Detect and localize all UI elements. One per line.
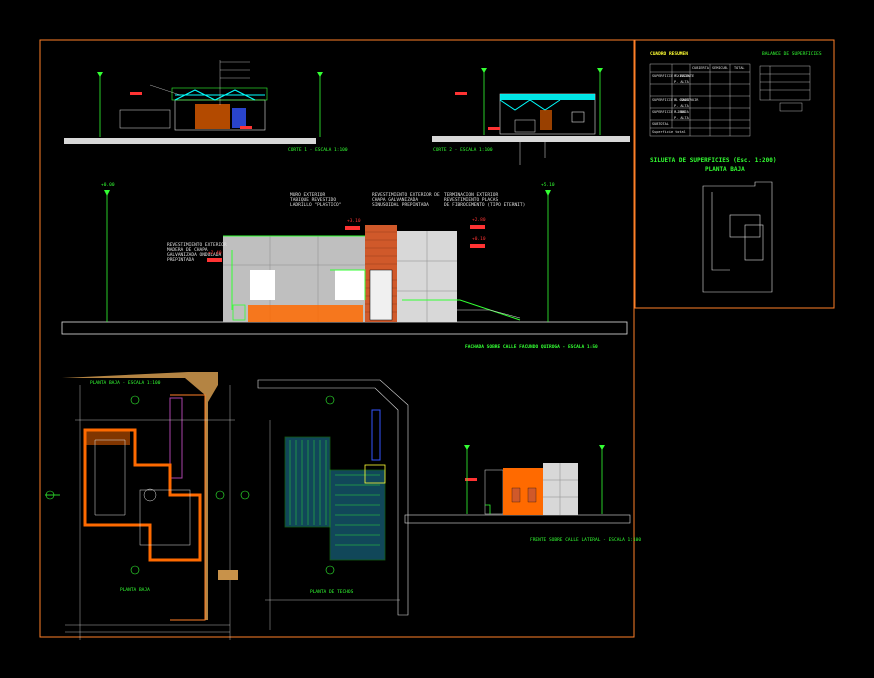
elevation-small-right <box>432 68 630 165</box>
level-tag-3: +0.10 <box>472 237 486 242</box>
summary-grand-total-label: Superficie total <box>652 130 686 134</box>
summary-row-1-sub: P. BAJA <box>674 74 689 78</box>
surface-silhouette <box>702 181 773 293</box>
main-note-sheet-metal: REVESTIMIENTO EXTERIOR DE CHAPA GALVANIZ… <box>372 193 440 208</box>
summary-subtotal-label: SUBTOTAL <box>652 122 669 126</box>
summary-row-5-sub: P. BAJA <box>674 110 689 114</box>
elevation-small-left <box>64 60 323 144</box>
summary-row-2-sub: P. ALTA <box>674 80 689 84</box>
summary-row-6-sub: P. ALTA <box>674 116 689 120</box>
silhouette-subtitle: PLANTA BAJA <box>705 166 745 173</box>
silhouette-title: SILUETA DE SUPERFICIES (Esc. 1:200) <box>650 157 777 164</box>
bottom-right-caption: FRENTE SOBRE CALLE LATERAL - ESCALA 1:10… <box>530 538 642 543</box>
summary-sheet-frame <box>634 39 835 309</box>
level-tag-4: +2.40 <box>208 251 222 256</box>
summary-table-title: CUADRO RESUMEN <box>650 52 688 57</box>
level-tag-5: +5.10 <box>541 183 555 188</box>
main-sheet-frame <box>39 39 635 638</box>
summary-row-4-sub: P. ALTA <box>674 104 689 108</box>
level-tag-0: +0.00 <box>101 183 115 188</box>
elevation-right-caption: CORTE 2 - ESCALA 1:100 <box>433 148 493 153</box>
summary-table-grid <box>649 63 751 137</box>
main-note-fiber-cement: TERMINACION EXTERIOR REVESTIMIENTO PLACA… <box>444 193 526 208</box>
summary-row-3-sub: P. BAJA <box>674 98 689 102</box>
summary-row-3-label: SUPERFICIE A CONSTRUIR <box>652 98 699 102</box>
main-facade-caption: FACHADA SOBRE CALLE FACUNDO QUIROGA - ES… <box>465 345 598 350</box>
elevation-left-caption: CORTE 1 - ESCALA 1:100 <box>288 148 348 153</box>
main-facade-elevation <box>61 190 628 335</box>
level-tag-1: +3.10 <box>347 219 361 224</box>
elevation-bottom-right <box>404 445 631 524</box>
balance-table-grid <box>759 65 811 112</box>
balance-table-title: BALANCE DE SUPERFICIES <box>762 52 822 57</box>
roof-plan <box>240 379 409 630</box>
level-tag-2: +2.80 <box>472 218 486 223</box>
left-plan-caption: PLANTA BAJA <box>120 588 150 593</box>
main-note-wall: MURO EXTERIOR TABIQUE REVESTIDO LADRILLO… <box>290 193 342 208</box>
summary-row-5-label: SUPERFICIE LIBRE <box>652 110 686 114</box>
main-note-exterior-cladding: REVESTIMIENTO EXTERIOR MADERA DE CHAPA G… <box>167 243 227 263</box>
summary-col-3: TOTAL <box>734 66 745 70</box>
summary-row-1-label: SUPERFICIE EXISTENTE <box>652 74 695 78</box>
floor-plan-ground <box>45 372 238 640</box>
summary-col-2: SEMICUB. <box>712 66 729 70</box>
level-tags <box>130 92 500 481</box>
summary-col-1: CUBIERTA <box>692 66 709 70</box>
roof-plan-caption: PLANTA DE TECHOS <box>310 590 354 595</box>
left-plan-title: PLANTA BAJA - ESCALA 1:100 <box>90 381 161 386</box>
